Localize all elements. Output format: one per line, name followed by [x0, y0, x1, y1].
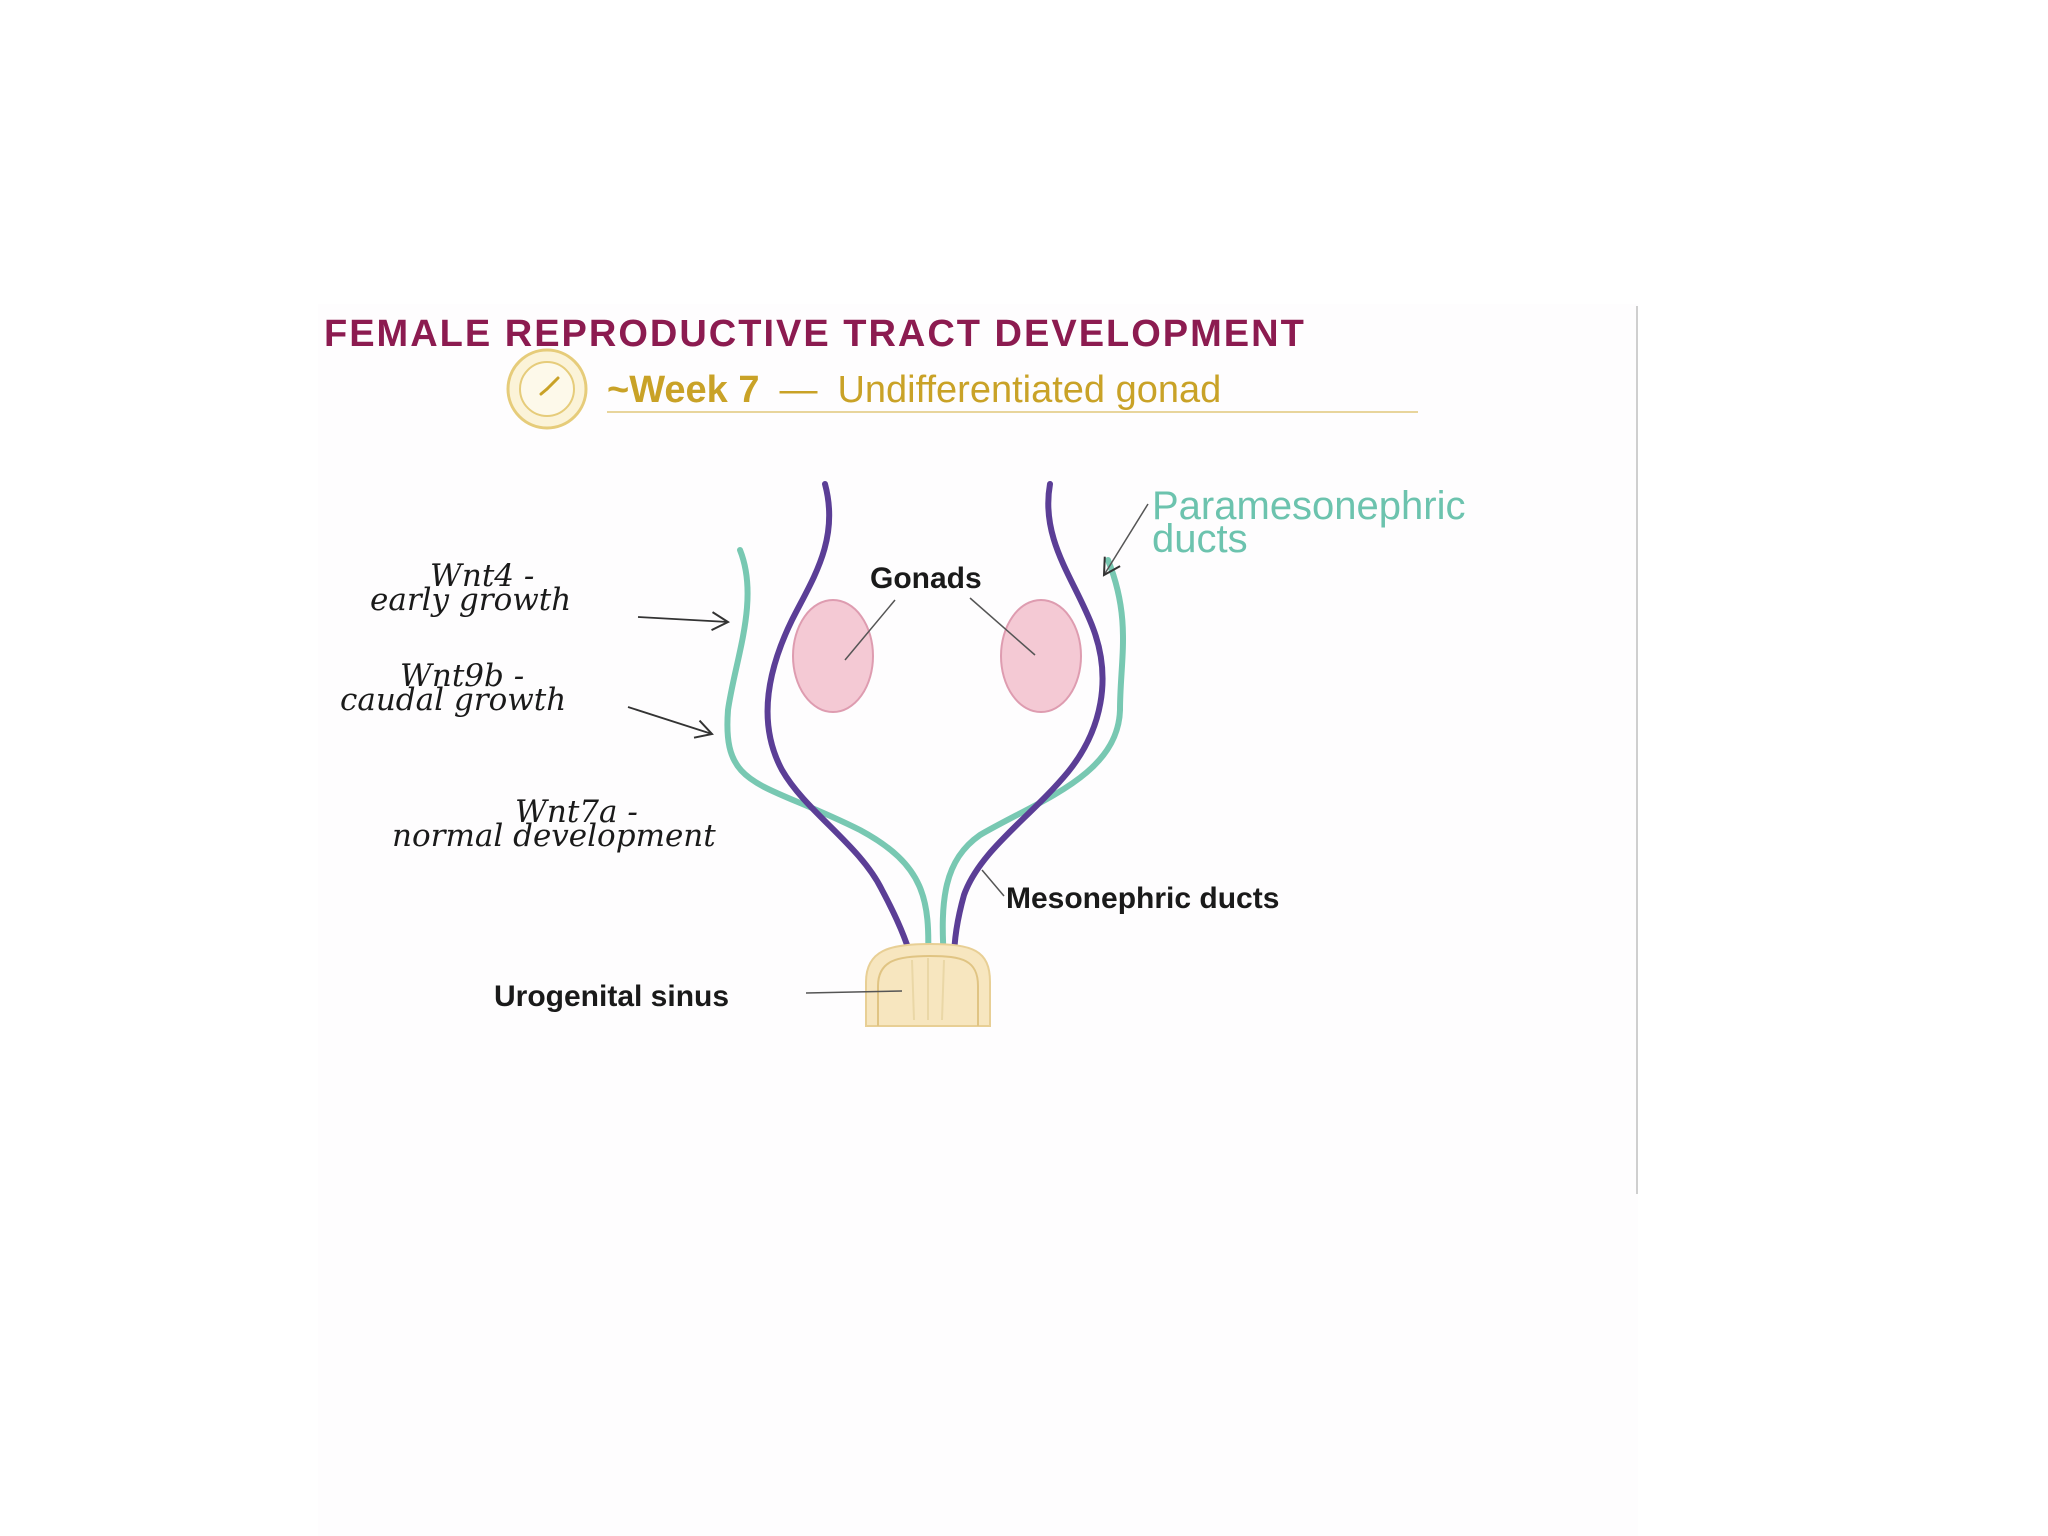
subtitle-week: ~Week 7 [607, 369, 759, 411]
left-mesonephric-duct [764, 481, 915, 963]
wnt4-name: Wnt4 - [430, 558, 534, 594]
urogenital-sinus-pointer [805, 990, 903, 994]
paramesonephric-arrow [1102, 503, 1149, 577]
clock-icon [506, 348, 588, 430]
wnt4-description: early growth [370, 582, 571, 618]
gonads-pointer-right [969, 597, 1036, 656]
left-gonad [792, 599, 874, 713]
mesonephric-pointer [981, 869, 1005, 897]
wnt7a-name: Wnt7a - [515, 794, 638, 830]
wnt9b-name: Wnt9b - [400, 658, 524, 694]
subtitle: ~Week 7 — Undifferentiated gonad [607, 369, 1221, 411]
urogenital-sinus-shape [865, 942, 991, 1027]
figure-panel [318, 304, 1638, 1536]
gonads-pointer-left [844, 599, 896, 661]
right-gonad [1000, 599, 1082, 713]
left-paramesonephric-duct [724, 547, 932, 963]
gonads-label: Gonads [870, 562, 982, 595]
subtitle-dash: — [779, 369, 817, 411]
wnt7a-description: normal development [392, 818, 716, 854]
subtitle-stage: Undifferentiated gonad [837, 369, 1221, 411]
paramesonephric-label-line1: Paramesonephric [1152, 484, 1466, 528]
diagram-title: FEMALE REPRODUCTIVE TRACT DEVELOPMENT [324, 313, 1306, 355]
wnt4-arrow [637, 611, 731, 631]
wnt9b-arrow [627, 706, 714, 739]
mesonephric-label: Mesonephric ducts [1006, 882, 1279, 915]
wnt9b-description: caudal growth [340, 682, 566, 718]
right-paramesonephric-duct [939, 557, 1126, 963]
urogenital-sinus-label: Urogenital sinus [494, 980, 729, 1013]
right-mesonephric-duct [951, 481, 1106, 963]
panel-divider [1636, 306, 1638, 1194]
paramesonephric-label-line2: ducts [1152, 517, 1248, 561]
